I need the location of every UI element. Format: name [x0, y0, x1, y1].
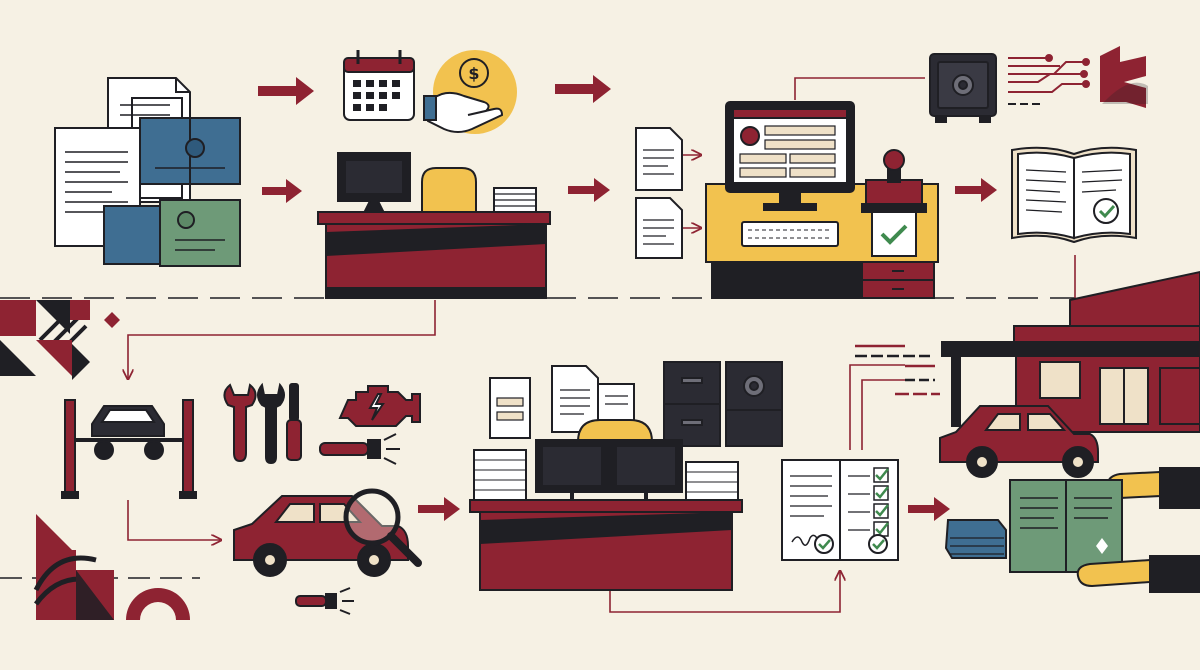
car-icon: [939, 405, 1099, 478]
car-lift-icon: [61, 399, 197, 499]
arrow-right-icon: [955, 178, 997, 202]
corner-pattern-top-right: [1100, 46, 1148, 108]
flow-arrows: [258, 75, 997, 521]
geometric-pattern-left: [0, 300, 120, 380]
car-magnifier-icon: [233, 488, 422, 615]
document-stack-icon: [54, 77, 241, 267]
reception-desk-icon: [317, 152, 551, 299]
tools-icon: [223, 382, 302, 465]
engine-warning-icon: [319, 385, 421, 465]
coin-hand-icon: $: [423, 50, 517, 134]
calendar-icon: [343, 50, 415, 121]
handover-icon: [944, 467, 1200, 593]
geometric-pattern-bottom-left: [33, 514, 190, 620]
dual-monitor-desk-icon: [469, 361, 783, 591]
arrow-right-icon: [258, 77, 314, 105]
arrow-right-icon: [418, 497, 460, 521]
arrow-right-icon: [555, 75, 611, 103]
computer-stamp-desk-icon: [635, 101, 939, 299]
circuit-lines: [1008, 54, 1090, 105]
arrow-right-icon: [908, 497, 950, 521]
svg-text:$: $: [468, 64, 479, 83]
dealership-icon: [941, 270, 1200, 433]
signed-checklist-icon: [781, 459, 899, 561]
dash-lines: [855, 344, 940, 396]
arrow-right-icon: [568, 178, 610, 202]
safe-icon: [929, 53, 997, 123]
open-book-check-icon: [1011, 146, 1137, 244]
arrow-right-icon: [262, 179, 302, 203]
